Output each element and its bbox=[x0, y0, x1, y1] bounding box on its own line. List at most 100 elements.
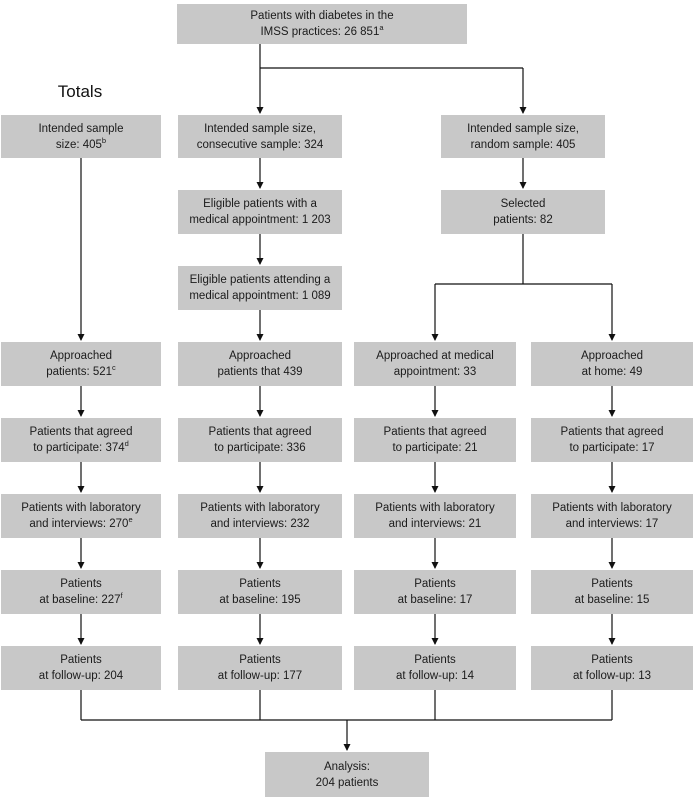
box-line1: Approached at medical bbox=[376, 350, 494, 362]
box-line2: at home: 49 bbox=[582, 364, 643, 380]
box-random-selected: Selected patients: 82 bbox=[441, 190, 605, 234]
box-consecutive-approached: Approached patients that 439 bbox=[178, 342, 342, 386]
box-line2: random sample: 405 bbox=[471, 137, 576, 153]
box-line1: Selected bbox=[500, 198, 546, 210]
box-line2: at follow-up: 177 bbox=[218, 668, 302, 684]
box-analysis: Analysis: 204 patients bbox=[265, 752, 429, 797]
box-line1: Patients bbox=[239, 654, 281, 666]
box-line2-text: at baseline: 17 bbox=[397, 594, 473, 606]
box-line2: at follow-up: 204 bbox=[39, 668, 123, 684]
box-medical-baseline: Patients at baseline: 17 bbox=[354, 570, 516, 614]
box-line2-text: patients: 82 bbox=[493, 214, 553, 226]
box-line2: at baseline: 195 bbox=[219, 592, 300, 608]
box-line2: patients that 439 bbox=[217, 364, 302, 380]
box-line2: patients: 521c bbox=[46, 364, 116, 380]
footnote-marker: c bbox=[112, 363, 116, 373]
box-medical-agreed: Patients that agreed to participate: 21 bbox=[354, 418, 516, 462]
box-consecutive-baseline: Patients at baseline: 195 bbox=[178, 570, 342, 614]
totals-heading: Totals bbox=[57, 82, 103, 101]
box-line2-text: at follow-up: 13 bbox=[573, 670, 651, 682]
box-root-diabetes-patients: Patients with diabetes in the IMSS pract… bbox=[177, 4, 467, 44]
box-line1: Patients bbox=[591, 654, 633, 666]
box-line1: Eligible patients attending a bbox=[189, 274, 331, 286]
box-line2: and interviews: 17 bbox=[566, 516, 659, 532]
box-line1: Patients that agreed bbox=[29, 426, 133, 438]
box-line2: and interviews: 270e bbox=[29, 516, 132, 532]
box-line2-text: at home: 49 bbox=[581, 366, 643, 378]
box-line2-text: appointment: 33 bbox=[393, 366, 477, 378]
box-line1: Intended sample bbox=[38, 122, 124, 135]
box-line2: size: 405b bbox=[55, 135, 107, 153]
box-line2-text: and interviews: 270 bbox=[29, 518, 129, 530]
box-line2-text: at follow-up: 177 bbox=[217, 670, 303, 682]
box-line2-text: random sample: 405 bbox=[470, 138, 576, 151]
box-line2-text: and interviews: 17 bbox=[565, 518, 659, 530]
box-line1: Approached bbox=[228, 350, 292, 362]
box-line2: appointment: 33 bbox=[394, 364, 476, 380]
box-totals-intended-sample: Intended sample size: 405b bbox=[1, 115, 161, 158]
box-line2-text: to participate: 336 bbox=[214, 442, 306, 454]
footnote-marker: b bbox=[101, 135, 107, 145]
box-line2: at follow-up: 13 bbox=[573, 668, 651, 684]
box-totals-agreed: Patients that agreed to participate: 374… bbox=[1, 418, 161, 462]
box-totals-followup: Patients at follow-up: 204 bbox=[1, 646, 161, 690]
box-totals-baseline: Patients at baseline: 227f bbox=[1, 570, 161, 614]
box-line1: Patients that agreed bbox=[383, 426, 487, 438]
box-line1: Patients bbox=[414, 654, 456, 666]
box-line2: and interviews: 232 bbox=[210, 516, 309, 532]
box-line2-text: medical appointment: 1 089 bbox=[189, 290, 331, 302]
box-medical-approached: Approached at medical appointment: 33 bbox=[354, 342, 516, 386]
box-line2-text: to participate: 374 bbox=[33, 442, 125, 454]
box-line1: Analysis: bbox=[323, 760, 371, 773]
box-medical-laboratory: Patients with laboratory and interviews:… bbox=[354, 494, 516, 538]
box-home-baseline: Patients at baseline: 15 bbox=[531, 570, 693, 614]
box-consecutive-laboratory: Patients with laboratory and interviews:… bbox=[178, 494, 342, 538]
box-line2: at baseline: 227f bbox=[39, 592, 122, 608]
footnote-marker: d bbox=[124, 439, 129, 449]
box-line2: medical appointment: 1 089 bbox=[189, 288, 330, 304]
footnote-marker: e bbox=[128, 515, 133, 525]
box-line1: Eligible patients with a bbox=[203, 198, 317, 210]
box-line2: 204 patients bbox=[316, 775, 379, 791]
box-line2: to participate: 17 bbox=[569, 440, 654, 456]
box-line2: to participate: 374d bbox=[33, 440, 129, 456]
box-line1: Patients with laboratory bbox=[552, 502, 672, 514]
box-line2: and interviews: 21 bbox=[389, 516, 482, 532]
box-line2: at baseline: 15 bbox=[575, 592, 650, 608]
box-line1: Patients with laboratory bbox=[200, 502, 320, 514]
random-branch-lines bbox=[431, 158, 616, 341]
box-line2-text: at baseline: 15 bbox=[574, 594, 650, 606]
box-line1: Approached bbox=[49, 350, 113, 362]
box-line2: consecutive sample: 324 bbox=[197, 137, 324, 153]
box-line2-text: and interviews: 21 bbox=[388, 518, 482, 530]
box-line2-text: size: 405 bbox=[55, 138, 102, 151]
box-home-approached: Approached at home: 49 bbox=[531, 342, 693, 386]
box-line2-text: at follow-up: 14 bbox=[396, 670, 474, 682]
box-line2: to participate: 21 bbox=[392, 440, 477, 456]
box-line2: IMSS practices: 26 851a bbox=[260, 24, 383, 40]
box-totals-approached: Approached patients: 521c bbox=[1, 342, 161, 386]
box-line2-text: medical appointment: 1 203 bbox=[189, 214, 331, 226]
box-line2: medical appointment: 1 203 bbox=[189, 212, 330, 228]
box-line2-text: at baseline: 227 bbox=[39, 594, 121, 606]
box-line1: Patients with laboratory bbox=[21, 502, 141, 514]
box-line2: patients: 82 bbox=[493, 212, 552, 228]
box-line2-text: patients that 439 bbox=[217, 366, 303, 378]
box-home-agreed: Patients that agreed to participate: 17 bbox=[531, 418, 693, 462]
row-step-lines bbox=[77, 386, 616, 645]
box-line2-text: IMSS practices: 26 851 bbox=[260, 26, 380, 38]
box-line1: Patients bbox=[414, 578, 456, 590]
box-line1: Patients bbox=[60, 578, 102, 590]
box-line2-text: patients: 521 bbox=[46, 366, 113, 378]
box-totals-laboratory: Patients with laboratory and interviews:… bbox=[1, 494, 161, 538]
convergence-lines bbox=[80, 690, 613, 751]
box-line2: at baseline: 17 bbox=[398, 592, 473, 608]
box-medical-followup: Patients at follow-up: 14 bbox=[354, 646, 516, 690]
box-line1: Intended sample size, bbox=[467, 122, 579, 135]
box-line2-text: at follow-up: 204 bbox=[38, 670, 124, 682]
box-home-laboratory: Patients with laboratory and interviews:… bbox=[531, 494, 693, 538]
box-line2-text: at baseline: 195 bbox=[219, 594, 301, 606]
box-line2-text: 204 patients bbox=[315, 776, 379, 789]
